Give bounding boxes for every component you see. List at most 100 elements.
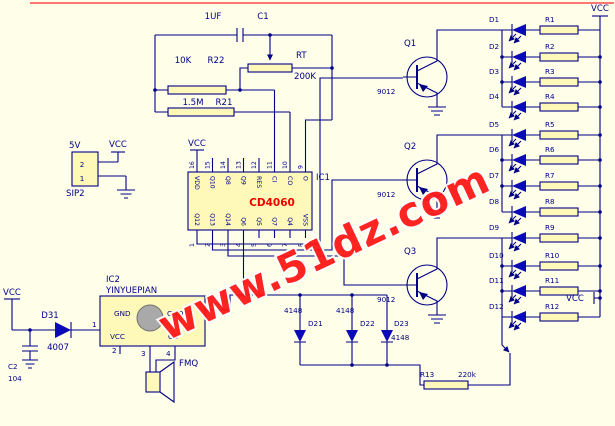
led-icon	[512, 51, 526, 63]
ic1-top-pin-number: 14	[220, 161, 227, 169]
resistor-body	[539, 261, 579, 271]
led-row-wire	[502, 154, 600, 166]
ground-icon	[428, 209, 446, 219]
junction-dot	[500, 184, 504, 188]
r21-value-label: 1.5M	[182, 98, 203, 108]
ic1-bottom-pin-number: 6	[267, 243, 274, 247]
resistor-r13	[423, 380, 469, 390]
component-body	[145, 371, 161, 393]
diode-d31	[55, 322, 72, 338]
led-emission-arrow-icon	[513, 140, 522, 149]
ground-icon	[428, 106, 446, 116]
speaker-label: FMQ	[179, 359, 198, 369]
sip2-5v-label: 5V	[69, 141, 80, 151]
c1-ref-label: C1	[257, 12, 268, 22]
emitter-arrow-icon	[419, 292, 428, 300]
led-emission-arrow-icon	[508, 189, 517, 198]
junction-dot	[598, 236, 602, 240]
diode-ref-label: D23	[394, 319, 409, 328]
led-icon	[512, 129, 526, 141]
r21-ref-label: R21	[216, 98, 233, 108]
led-emission-arrow-icon	[508, 215, 517, 224]
rail-vcc-top-label: VCC	[591, 4, 609, 14]
junction-dot	[268, 33, 272, 37]
led-icon	[512, 154, 526, 166]
resistor-ref-label: R10	[545, 251, 560, 260]
sip2-vcc-label: VCC	[109, 140, 127, 150]
ic1-bottom-pin-name: Q7	[271, 217, 278, 226]
led-row-wire	[502, 311, 600, 323]
ic1-top-pin-name: RES	[255, 176, 262, 188]
diode-value-label: 4148	[284, 306, 303, 315]
resistor-r22	[167, 85, 227, 95]
resistor-ref-label: R12	[545, 302, 559, 311]
led-row-wire	[502, 24, 600, 36]
led-emission-arrow-icon	[508, 320, 517, 329]
junction-dot	[350, 363, 354, 367]
led-emission-arrow-icon	[513, 165, 522, 174]
left-vcc-label: VCC	[3, 288, 21, 298]
d31-value-label: 4007	[47, 343, 69, 353]
ic1-top-pin-number: 15	[205, 161, 212, 169]
resistor-body	[539, 286, 579, 296]
emitter-arrow-icon	[419, 187, 428, 195]
transistor-value-label: 9012	[377, 87, 395, 96]
junction-dot	[598, 158, 602, 162]
ground-icon	[22, 359, 38, 369]
resistor-body	[539, 52, 579, 62]
wire-segment	[22, 345, 38, 352]
led-row-wire	[502, 206, 600, 218]
junction-dot	[598, 264, 602, 268]
diode-value-label: 4148	[336, 306, 355, 315]
led-row-wire	[502, 285, 600, 297]
led-ref-label: D7	[489, 171, 499, 180]
junction-dot	[298, 293, 302, 297]
d31-ref-label: D31	[41, 311, 59, 321]
resistor-ref-label: R4	[545, 92, 555, 101]
ic2-ref-label: IC2	[106, 275, 120, 285]
led-emission-arrow-icon	[513, 243, 522, 252]
led-emission-arrow-icon	[513, 217, 522, 226]
led-ref-label: D5	[489, 120, 499, 129]
ic1-bottom-pin-name: VSS	[302, 214, 309, 226]
speaker-icon	[145, 360, 175, 404]
led-ref-label: D4	[489, 92, 500, 101]
resistor-body	[539, 130, 579, 140]
resistor-body	[539, 155, 579, 165]
led-emission-arrow-icon	[513, 35, 522, 44]
led-emission-arrow-icon	[508, 110, 517, 119]
resistor-body	[539, 181, 579, 191]
r13-ref-label: R13	[420, 370, 434, 379]
capacitor-c1	[236, 28, 244, 42]
ic1-top-pin-number: 12	[251, 161, 258, 169]
potentiometer-rt	[247, 63, 293, 73]
led-emission-arrow-icon	[508, 163, 517, 172]
rt-ref-label: RT	[296, 51, 307, 61]
ic1-pins: 16VDD15Q1014Q813Q912RES11CI10CO9O1Q122Q1…	[189, 158, 309, 247]
chip-blob-icon	[136, 304, 164, 332]
ic1-top-pin-name: O	[302, 176, 309, 181]
junction-dot	[153, 88, 157, 92]
led-icon	[512, 180, 526, 192]
led-row-wire	[502, 101, 600, 113]
ic2-out-label: O1	[168, 332, 178, 341]
led-emission-arrow-icon	[508, 85, 517, 94]
led-row-wire	[502, 76, 600, 88]
ic2-pin-3: 3	[141, 349, 146, 358]
led-row-wire	[502, 260, 600, 272]
led-ref-label: D8	[489, 197, 500, 206]
diode-icon	[294, 330, 306, 342]
ic1-top-pin-number: 9	[298, 165, 305, 169]
led-icon	[512, 285, 526, 297]
led-row-wire	[502, 51, 600, 63]
resistor-ref-label: R9	[545, 223, 555, 232]
wire-segment	[236, 28, 244, 42]
led-icon	[512, 232, 526, 244]
